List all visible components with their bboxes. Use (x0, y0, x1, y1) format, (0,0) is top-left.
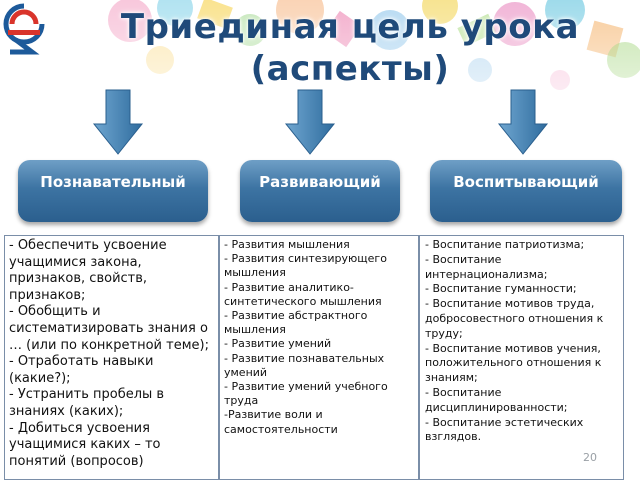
title-line-1: Триединая цель урока (120, 7, 580, 47)
list-item: - Воспитание патриотизма; (425, 238, 585, 251)
list-item: - Воспитание мотивов учения, положительн… (425, 341, 602, 385)
list-item: - Развитие познавательных умений (224, 351, 385, 379)
list-item: - Воспитание интернационализма; (425, 252, 548, 281)
aspect-developing: Развивающий (240, 160, 400, 222)
list-item: - Развитие умений (224, 337, 332, 351)
list-item: - Развитие аналитико-синтетического мышл… (224, 280, 382, 308)
list-item: - Развитие абстрактного мышления (224, 309, 368, 337)
developing-goals-list: - Развития мышления - Развития синтезиру… (219, 235, 419, 480)
list-item: - Воспитание гуманности; (425, 282, 577, 296)
aspect-upbringing: Воспитывающий (430, 160, 622, 222)
page-number: 20 (583, 451, 597, 464)
down-arrow-icon (92, 89, 144, 155)
list-item: - Развитие умений учебного труда (224, 380, 388, 408)
list-item: - Устранить пробелы в знаниях (каких); (9, 387, 165, 419)
title-line-2: (аспекты) (250, 49, 450, 89)
list-item: - Развития мышления (224, 238, 350, 251)
list-item: - Добиться усвоения учащимися каких – то… (9, 420, 161, 469)
list-item: - Воспитание мотивов труда, добросовестн… (425, 297, 604, 340)
list-item: - Отработать навыки (какие?); (9, 354, 154, 386)
header-decoration (60, 0, 640, 112)
upbringing-goals-list: - Воспитание патриотизма; - Воспитание и… (419, 235, 624, 480)
list-item: - Воспитание эстетических взглядов. (425, 415, 584, 444)
aspect-cognitive: Познавательный (18, 160, 208, 222)
logo-icon (3, 3, 45, 55)
slide-title: Триединая цель урока (аспекты) (60, 6, 640, 90)
list-item: - Воспитание дисциплинированности; (425, 385, 568, 414)
list-item: - Развития синтезирующего мышления (224, 252, 387, 280)
list-item: - Обеспечить усвоение учащимися закона, … (9, 238, 167, 303)
list-item: - Обобщить и систематизировать знания о … (9, 304, 209, 353)
down-arrow-icon (497, 89, 549, 155)
cognitive-goals-list: - Обеспечить усвоение учащимися закона, … (4, 235, 219, 480)
list-item: -Развитие воли и самостоятельности (224, 408, 338, 436)
down-arrow-icon (284, 89, 336, 155)
